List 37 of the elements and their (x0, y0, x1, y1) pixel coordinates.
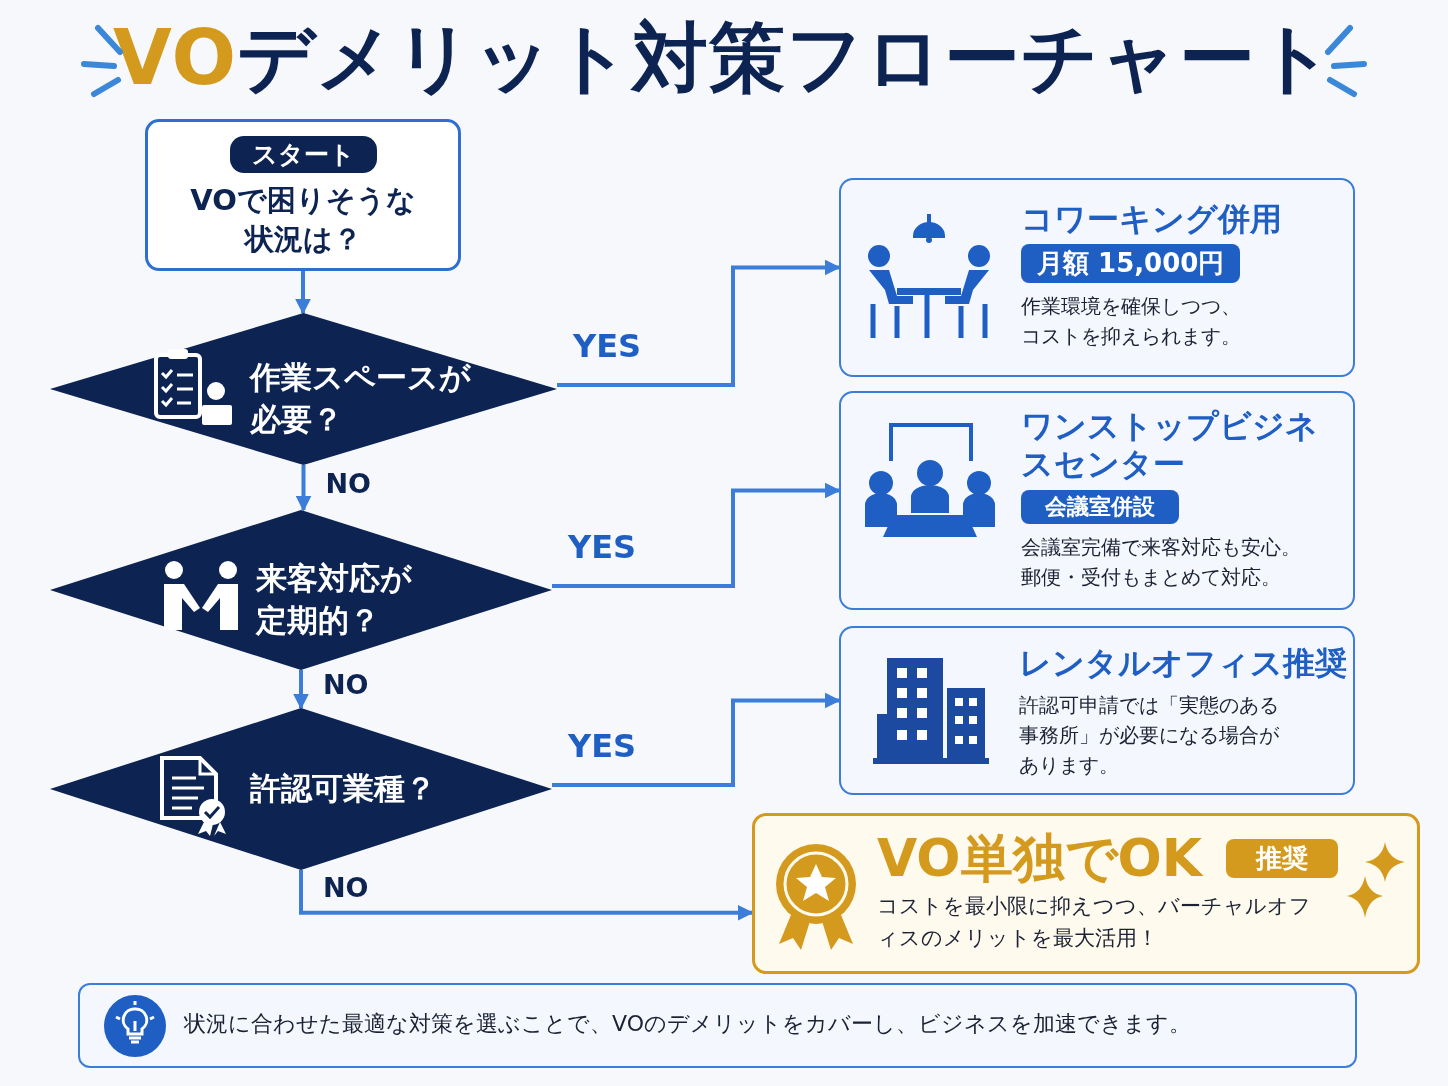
title: VOデメリット対策フローチャート (112, 13, 1336, 102)
recommended-heading: VO単独でOK (877, 830, 1203, 888)
arrow (552, 692, 841, 787)
recommended-badge: 推奨 (1226, 839, 1339, 879)
recommended-card (752, 813, 1420, 974)
edge-label: NO (323, 872, 369, 903)
summary-text: 状況に合わせた最適な対策を選ぶことで、VOのデメリットをカバーし、ビジネスを加速できます。 (184, 1010, 1191, 1038)
arrow (295, 271, 311, 315)
option-card (839, 626, 1355, 795)
decision-text: 来客対応が定期的？ (256, 559, 413, 640)
start-pill: スタート (229, 136, 377, 173)
edge-label: YES (573, 327, 642, 365)
start-box (145, 119, 461, 271)
option-description: 作業環境を確保しつつ、コストを抑えられます。 (1021, 293, 1242, 351)
edge-label: NO (323, 669, 369, 700)
arrow (295, 465, 312, 512)
option-heading: レンタルオフィス推奨 (1019, 644, 1347, 683)
option-heading: コワーキング併用 (1021, 200, 1282, 239)
edge-label: NO (325, 467, 372, 499)
feature-badge: 会議室併設 (1021, 489, 1179, 524)
option-heading: ワンストップビジネスセンター (1021, 407, 1319, 484)
decision-text: 許認可業種？ (250, 769, 437, 808)
arrow (557, 259, 841, 387)
arrow (552, 482, 841, 588)
option-description: 許認可申請では「実態のある事務所」が必要になる場合があります。 (1019, 692, 1280, 780)
summary-box (78, 983, 1357, 1068)
option-card (839, 391, 1355, 610)
price-badge: 月額 15,000円 (1021, 244, 1241, 284)
option-description: 会議室完備で来客対応も安心。郵便・受付もまとめて対応。 (1021, 533, 1302, 591)
arrow (293, 670, 309, 710)
decision-text: 作業スペースが必要？ (250, 358, 472, 439)
edge-label: YES (568, 528, 637, 566)
question-text: VOで困りそうな状況は？ (189, 182, 417, 259)
arrow (299, 870, 754, 921)
recommended-description: コストを最小限に抑えつつ、バーチャルオフィスのメリットを最大活用！ (877, 893, 1312, 952)
edge-label: YES (568, 727, 637, 765)
option-card (839, 178, 1355, 377)
